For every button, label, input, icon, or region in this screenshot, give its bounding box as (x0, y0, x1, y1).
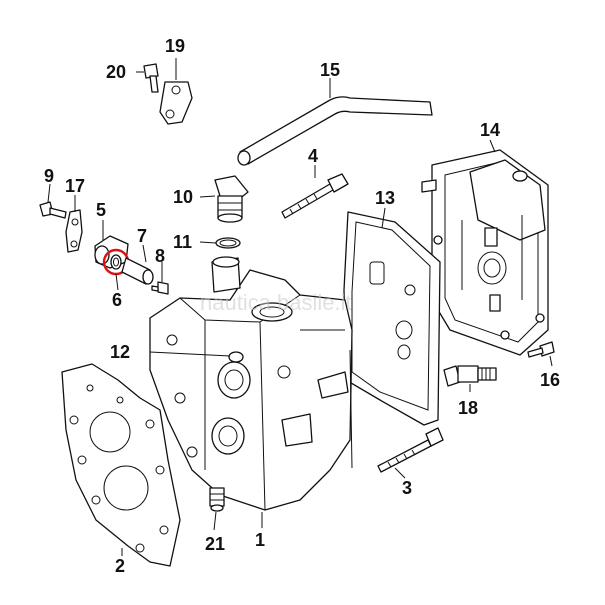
callout-18: 18 (458, 398, 478, 418)
callout-16: 16 (540, 370, 560, 390)
part-3-long-bolt[interactable] (377, 427, 444, 473)
callout-19: 19 (165, 36, 185, 56)
callout-15: 15 (320, 60, 340, 80)
callout-5: 5 (96, 200, 106, 220)
callout-21: 21 (205, 534, 225, 554)
part-2-head-gasket[interactable] (61, 363, 181, 567)
part-1-cylinder-head[interactable] (149, 256, 353, 511)
callout-14: 14 (480, 120, 500, 140)
callout-10: 10 (173, 187, 193, 207)
part-12-fitting[interactable] (228, 351, 244, 363)
callout-9: 9 (44, 166, 54, 186)
callout-20: 20 (106, 62, 126, 82)
watermark-text: nautica basile.it (200, 290, 352, 315)
callout-12: 12 (110, 342, 130, 362)
part-21-plug[interactable] (209, 487, 225, 512)
part-9-bolt[interactable] (39, 201, 67, 219)
part-6-o-ring[interactable] (110, 254, 122, 270)
callout-2: 2 (115, 556, 125, 576)
part-19-bracket[interactable] (159, 81, 193, 125)
part-17-bracket[interactable] (65, 209, 83, 253)
callout-8: 8 (155, 246, 165, 266)
callout-3: 3 (402, 478, 412, 498)
callout-4: 4 (308, 146, 318, 166)
callout-labels: 1 2 3 4 5 6 7 8 9 10 11 12 13 14 15 16 1… (44, 36, 560, 576)
part-4-bolt[interactable] (281, 173, 349, 219)
part-7-sleeve[interactable] (121, 257, 154, 285)
callout-17: 17 (65, 176, 85, 196)
part-18-spark-plug[interactable] (443, 365, 497, 387)
part-10-fitting[interactable] (214, 175, 249, 223)
part-11-o-ring[interactable] (215, 237, 241, 249)
callout-13: 13 (375, 188, 395, 208)
callout-11: 11 (173, 232, 192, 252)
leader-lines (47, 58, 553, 556)
part-16-bolt[interactable] (527, 341, 555, 358)
part-15-hose[interactable] (237, 96, 433, 166)
part-20-bolt[interactable] (143, 63, 159, 93)
callout-7: 7 (137, 226, 147, 246)
callout-6: 6 (112, 290, 122, 310)
callout-1: 1 (255, 530, 265, 550)
part-13-cover-gasket[interactable] (343, 211, 441, 426)
part-14-head-cover[interactable] (421, 149, 549, 356)
part-8-bolt[interactable] (151, 281, 169, 295)
